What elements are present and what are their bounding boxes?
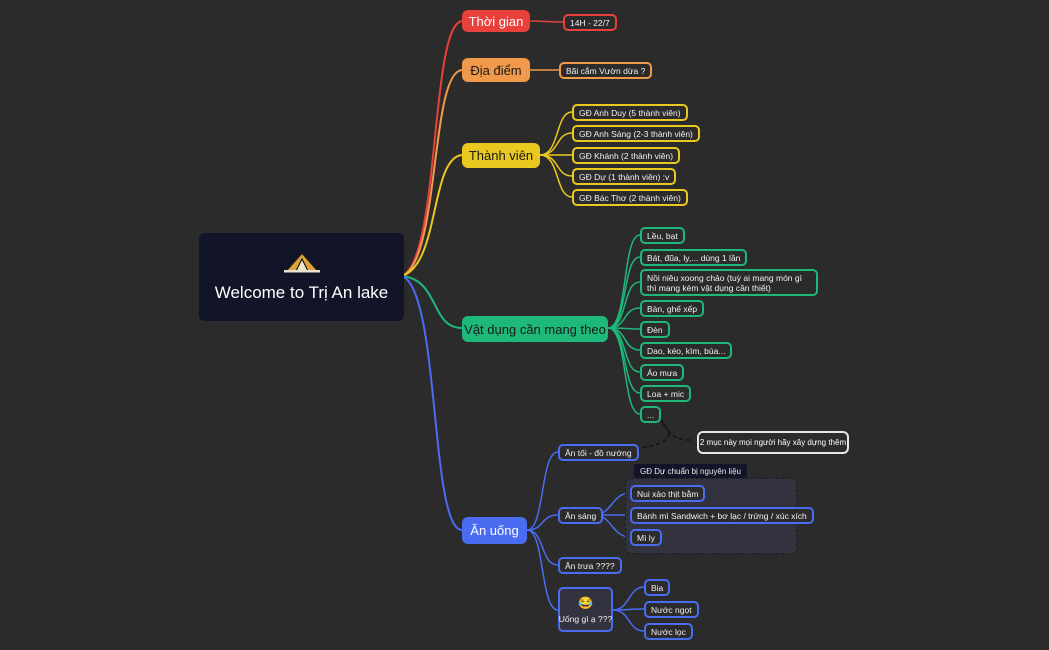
root-title: Welcome to Trị An lake [214,283,389,302]
member-item[interactable]: GĐ Bác Thơ (2 thành viên) [572,189,688,206]
gear-item[interactable]: Nồi niêu xoong chảo (tuỳ ai mang món gì … [640,269,818,296]
breakfast-item[interactable]: Nui xào thịt bằm [630,485,706,502]
branch-food[interactable]: Ăn uống [462,517,527,544]
member-item[interactable]: GĐ Anh Sáng (2-3 thành viên) [572,125,700,142]
gear-item[interactable]: Bát, đũa, ly,... dùng 1 lần [640,249,748,266]
branch-time[interactable]: Thời gian [462,10,530,32]
branch-gear[interactable]: Vật dụng cần mang theo [462,316,608,342]
breakfast-group-label[interactable]: GĐ Dự chuẩn bị nguyên liệu [634,464,747,478]
gear-item[interactable]: Loa + mic [640,385,692,402]
laughing-emoji-icon: 😂 [578,595,593,610]
place-item[interactable]: Bãi cắm Vườn dừa ? [559,62,653,79]
gear-item[interactable]: Áo mưa [640,364,685,381]
member-item[interactable]: GĐ Anh Duy (5 thành viên) [572,104,688,121]
drink-item[interactable]: Nước lọc [644,623,693,640]
drink-item[interactable]: Bia [644,579,671,596]
gear-item[interactable]: ... [640,406,662,423]
tent-icon [283,251,320,273]
food-lunch[interactable]: Ăn trưa ???? [558,557,622,574]
gear-item[interactable]: Lều, bạt [640,227,685,244]
branch-place[interactable]: Địa điểm [462,58,530,82]
root-node[interactable]: Welcome to Trị An lake [199,233,404,321]
gear-item[interactable]: Bàn, ghế xếp [640,300,705,317]
time-item[interactable]: 14H - 22/7 [563,14,617,31]
breakfast-item[interactable]: Bánh mì Sandwich + bơ lạc / trứng / xúc … [630,507,814,524]
drinks-label: Uống gì ạ ??? [558,613,613,624]
note-callout[interactable]: 2 mục này mọi người hãy xây dựng thêm [697,431,849,454]
food-breakfast[interactable]: Ăn sáng [558,507,604,524]
breakfast-item[interactable]: Mì ly [630,529,662,546]
member-item[interactable]: GĐ Dự (1 thành viên) :v [572,168,677,185]
food-drinks[interactable]: 😂 Uống gì ạ ??? [558,587,613,632]
drink-item[interactable]: Nước ngọt [644,601,699,618]
gear-item[interactable]: Đèn [640,321,670,338]
member-item[interactable]: GĐ Khánh (2 thành viên) [572,147,681,164]
food-dinner[interactable]: Ăn tối - đồ nướng [558,444,639,461]
gear-item[interactable]: Dao, kéo, kìm, búa... [640,342,733,359]
branch-members[interactable]: Thành viên [462,143,540,168]
